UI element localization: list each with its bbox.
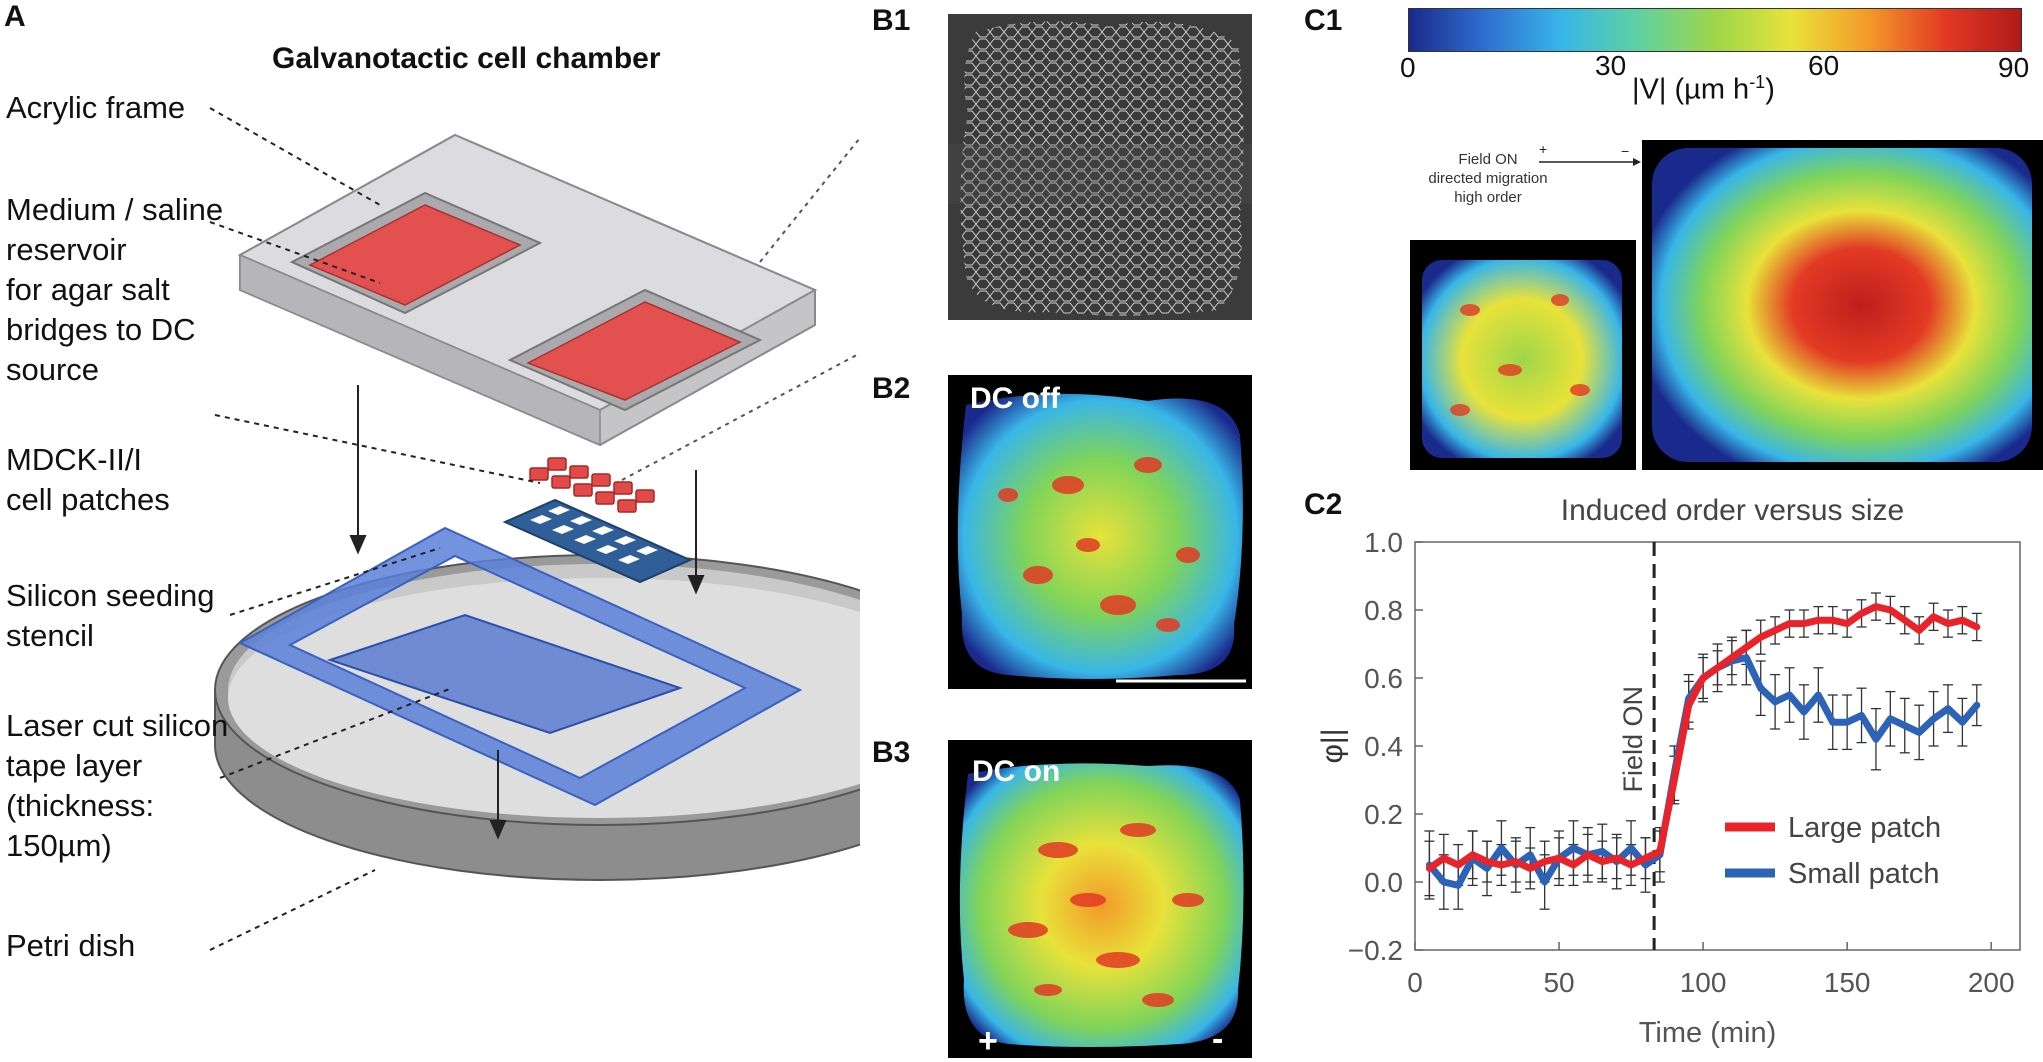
zoom-lines [621, 136, 860, 481]
label-seeding-stencil: Silicon seeding stencil [6, 578, 215, 653]
c1-large-patch-map [1642, 140, 2043, 470]
label-cell-patches: MDCK-II/I cell patches [6, 442, 170, 517]
x-tick-label: 150 [1824, 967, 1871, 998]
dc-off-label: DC off [970, 382, 1060, 415]
x-tick-label: 200 [1968, 967, 2015, 998]
x-tick-label: 0 [1407, 967, 1423, 998]
panel-a-label: A [4, 0, 26, 33]
y-tick-label: 0.0 [1364, 867, 1403, 898]
field-direction-arrow: + − [1539, 142, 1641, 166]
panel-b3-label: B3 [872, 736, 911, 769]
chamber-schematic [209, 107, 860, 951]
colorbar-label: |V| (µm h-1) [1632, 72, 1775, 106]
leader-lines [209, 107, 541, 951]
panel-b1-label: B1 [872, 4, 911, 37]
y-tick-label: −0.2 [1348, 935, 1403, 966]
c1-small-patch-map [1410, 240, 1636, 470]
panel-c2-label: C2 [1304, 488, 1343, 521]
svg-text:−: − [1621, 143, 1629, 159]
panel-c1-label: C1 [1304, 4, 1343, 37]
y-tick-label: 0.2 [1364, 799, 1403, 830]
velocity-colorbar [1408, 8, 2022, 52]
legend-label-small: Small patch [1788, 858, 1940, 890]
x-tick-label: 100 [1680, 967, 1727, 998]
panel-a-title: Galvanotactic cell chamber [272, 42, 661, 75]
label-petri-dish: Petri dish [6, 928, 136, 963]
label-acrylic-frame: Acrylic frame [6, 90, 186, 125]
x-tick-label: 50 [1543, 967, 1574, 998]
y-axis-label: φ|| [1316, 728, 1349, 763]
b2-velocity-map [948, 375, 1252, 689]
stencil-insert [502, 498, 693, 584]
colorbar-tick-30: 30 [1595, 50, 1627, 81]
assembly-arrows [349, 385, 705, 840]
b1-phase-contrast-image [948, 14, 1252, 320]
y-tick-label: 0.8 [1364, 595, 1403, 626]
dc-on-label: DC on [972, 755, 1061, 788]
y-tick-label: 0.6 [1364, 663, 1403, 694]
cathode-minus-label: - [1212, 1020, 1224, 1058]
large-patch-line [1425, 603, 1981, 872]
anode-plus-label: + [978, 1022, 998, 1060]
label-tape-layer: Laser cut silicon tape layer (thickness:… [6, 708, 229, 863]
x-axis-label: Time (min) [1639, 1017, 1776, 1049]
legend-label-large: Large patch [1788, 812, 1941, 844]
c2-order-parameter-chart: Induced order versus size −0.2 0.0 0.2 0.4 0.… [1316, 494, 2021, 1049]
field-on-annotation: Field ON directed migration high order [1428, 151, 1548, 206]
chart-title: Induced order versus size [1561, 494, 1905, 527]
label-reservoir: Medium / saline reservoir for agar salt … [6, 192, 224, 387]
cell-patches [529, 457, 655, 513]
tape-layer [326, 613, 684, 735]
colorbar-tick-60: 60 [1808, 50, 1840, 81]
y-tick-label: 1.0 [1364, 527, 1403, 558]
panel-b2-label: B2 [872, 372, 911, 405]
svg-text:+: + [1539, 142, 1547, 157]
y-tick-label: 0.4 [1364, 731, 1403, 762]
acrylic-frame [237, 133, 818, 447]
colorbar-tick-90: 90 [1998, 52, 2030, 83]
seeding-stencil [237, 526, 803, 807]
colorbar-tick-0: 0 [1400, 52, 1416, 83]
b3-velocity-map [948, 740, 1252, 1058]
field-on-label: Field ON [1618, 686, 1648, 793]
